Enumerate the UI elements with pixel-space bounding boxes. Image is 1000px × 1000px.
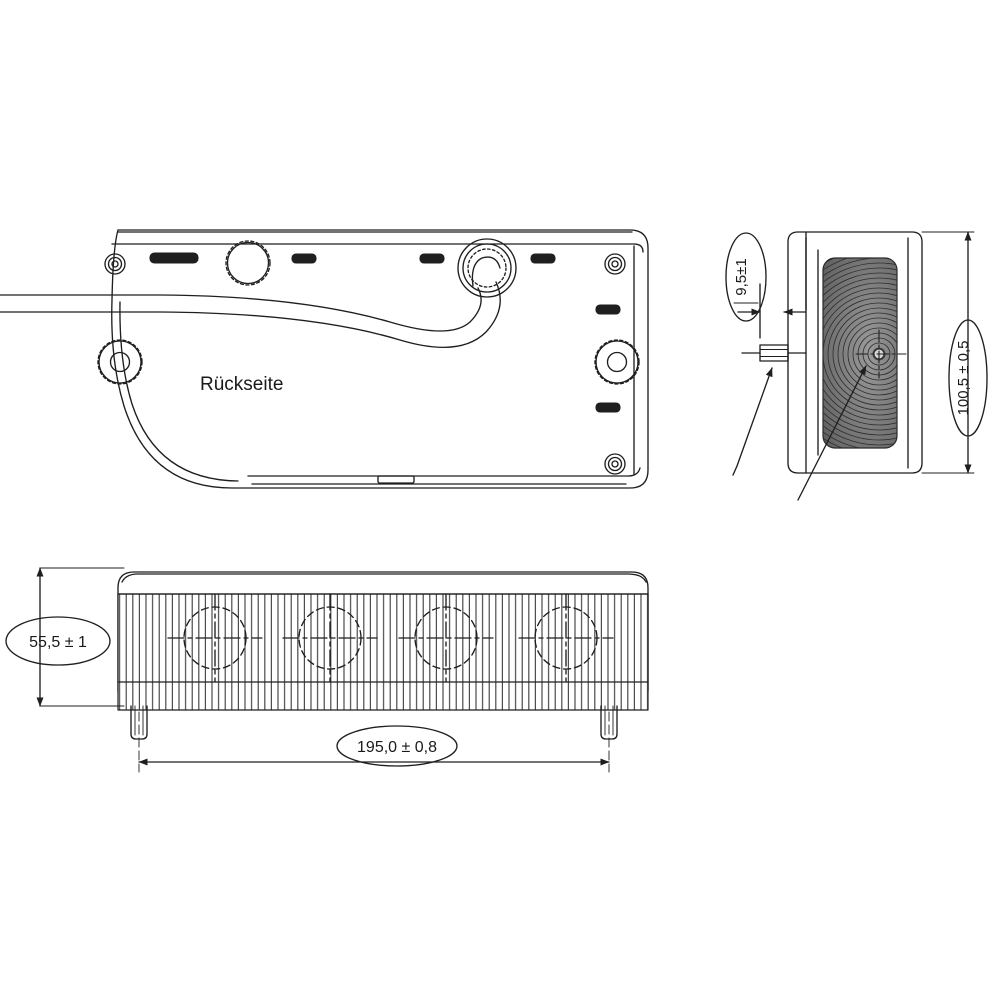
front-led-positions: [167, 593, 614, 683]
body-height-dimension-label: 55,5 ± 1: [29, 634, 87, 651]
rear-mount-hole-right: [594, 339, 640, 385]
rear-bottom-notch: [377, 475, 415, 484]
rear-screw-boss-top-left: [104, 253, 126, 275]
cable-grommet-dashed: [467, 248, 507, 288]
pin-spacing-dimension-label: 195,0 ± 0,8: [357, 739, 437, 756]
led-marker: [518, 593, 614, 683]
rear-screw-boss-bottom-right: [604, 453, 626, 475]
front-lens-ribs: [118, 594, 648, 710]
side-housing-outline: [787, 231, 923, 474]
cable-grommet-mid: [462, 243, 512, 293]
height-dimension: [921, 231, 988, 474]
front-view-group: [5, 567, 649, 773]
rear-view-group: [0, 229, 649, 489]
lens-leader-line: [797, 365, 867, 501]
side-view-group: [725, 231, 988, 501]
rear-top-rim: [111, 243, 644, 253]
rear-housing-outline: [111, 229, 649, 489]
led-marker: [398, 593, 494, 683]
depth-dimension: [725, 232, 807, 339]
mounting-stud: [741, 344, 807, 362]
depth-dimension-label: 9,5±1: [733, 258, 750, 295]
rear-vent-slots: [150, 253, 620, 412]
cable-grommet-outer: [457, 238, 517, 298]
rear-vent-slot-outlines: [149, 252, 621, 413]
body-height-dimension: [5, 567, 125, 707]
height-dimension-label: 100,5 ± 0,5: [955, 341, 972, 416]
rear-mount-hole-left: [97, 339, 143, 385]
rear-screw-boss-top-right: [604, 253, 626, 275]
cable-lower-edge: [0, 281, 501, 349]
cable-grommet-throat: [471, 256, 501, 287]
pin-spacing-dimension: [138, 711, 610, 773]
front-top-cap: [121, 573, 647, 583]
stud-leader-line: [732, 367, 773, 476]
rear-bottom-rim: [247, 467, 641, 477]
led-marker: [167, 593, 263, 683]
side-lens-crosshair: [855, 329, 907, 379]
rear-round-recess: [225, 240, 271, 286]
led-marker: [282, 593, 378, 683]
rear-view-label: Rückseite: [200, 374, 283, 395]
cable-upper-edge: [0, 287, 482, 332]
